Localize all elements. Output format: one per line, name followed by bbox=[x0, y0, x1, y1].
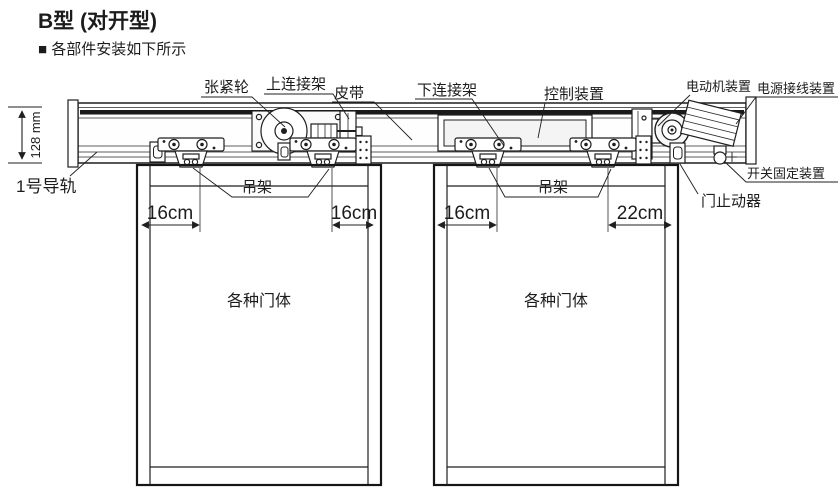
right-hanger-label: 吊架 bbox=[538, 179, 568, 196]
dimension-text: 16cm bbox=[331, 203, 377, 224]
power-wiring-label: 电源接线装置 bbox=[757, 81, 835, 96]
motor-unit-label: 电动机装置 bbox=[686, 79, 751, 94]
dimension-text: 16cm bbox=[147, 203, 193, 224]
page-subtitle: ■ 各部件安装如下所示 bbox=[38, 41, 186, 58]
hanger-clamp-plate bbox=[635, 135, 652, 165]
power-wiring-device bbox=[679, 99, 743, 147]
dimension-text: 22cm bbox=[617, 203, 663, 224]
belt-label: 皮带 bbox=[334, 85, 364, 102]
reference-lines bbox=[199, 168, 609, 232]
tension-wheel-label: 张紧轮 bbox=[204, 79, 249, 96]
left-hanger-label: 吊架 bbox=[242, 179, 272, 196]
rail-left-end-cap bbox=[67, 99, 79, 168]
dimension-left-door-right: 16cm bbox=[331, 203, 377, 229]
belt-band bbox=[80, 110, 744, 115]
dimension-right-door-left: 16cm bbox=[437, 203, 497, 229]
right-door-stopper bbox=[669, 142, 686, 164]
switch-fixing-device bbox=[713, 145, 737, 165]
left-door-panel: 各种门体 bbox=[135, 163, 383, 487]
dimension-left-door-left: 16cm bbox=[141, 203, 200, 229]
control-unit-label: 控制装置 bbox=[544, 86, 604, 103]
door-stopper-label: 门止动器 bbox=[701, 193, 761, 210]
dimension-text: 16cm bbox=[444, 203, 490, 224]
component-labels: 张紧轮 上连接架 皮带 下连接架 控制装置 电动机装置 电源接线装置 bbox=[201, 76, 838, 147]
rail-label: 1号导轨 bbox=[16, 177, 76, 196]
left-door-body-label: 各种门体 bbox=[227, 292, 291, 310]
right-door-panel: 各种门体 bbox=[432, 163, 680, 487]
right-door-body-label: 各种门体 bbox=[524, 292, 588, 310]
belt-clamp-bracket bbox=[277, 142, 291, 161]
header: B型 (对开型) ■ 各部件安装如下所示 bbox=[38, 9, 186, 58]
lower-connector-label: 下连接架 bbox=[417, 82, 477, 99]
switch-mount-label: 开关固定装置 bbox=[747, 166, 825, 181]
hanger-labels: 吊架 吊架 bbox=[192, 167, 612, 198]
page-title: B型 (对开型) bbox=[38, 9, 157, 33]
dimension-rail-height: 128 mm bbox=[8, 106, 43, 164]
dimension-right-door-right: 22cm bbox=[608, 203, 672, 229]
side-labels: 开关固定装置 门止动器 1号导轨 bbox=[16, 151, 838, 210]
rail-right-end-cap bbox=[745, 96, 757, 165]
dimension-text: 128 mm bbox=[28, 112, 43, 159]
upper-connector-label: 上连接架 bbox=[266, 76, 326, 93]
hanger-clamp-plate bbox=[355, 135, 372, 165]
